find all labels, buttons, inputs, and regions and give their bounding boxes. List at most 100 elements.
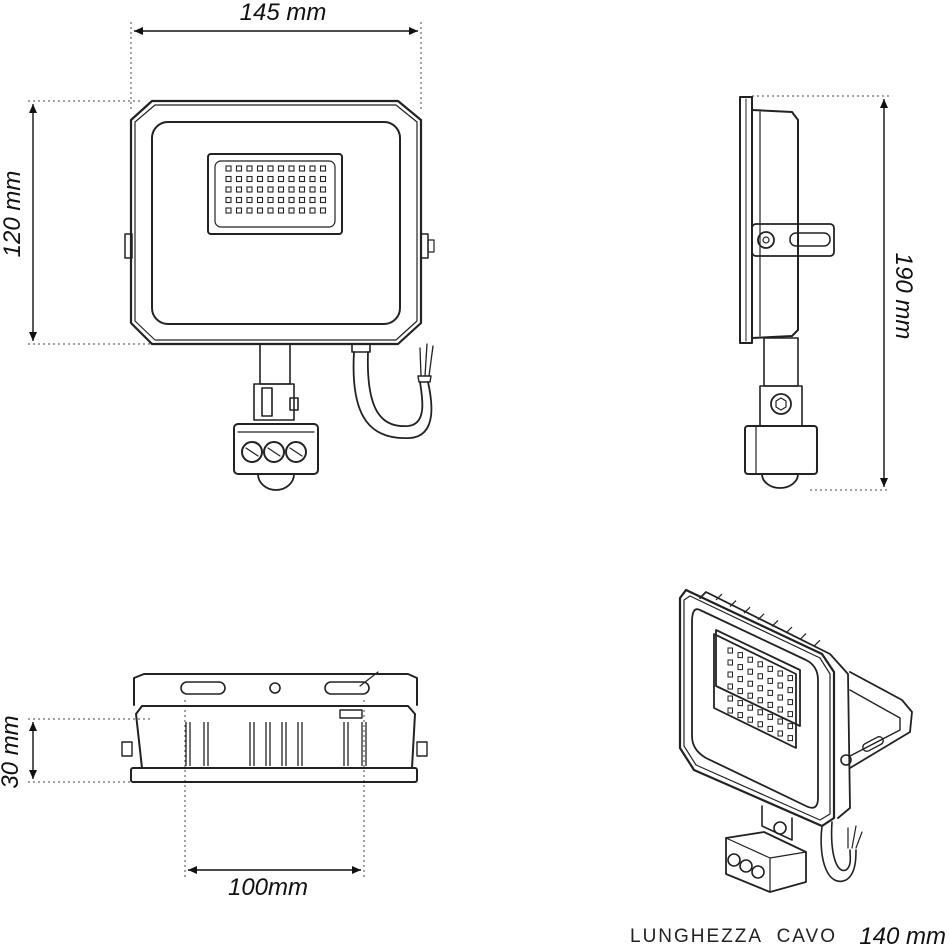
led-cell (787, 711, 793, 718)
led-cell (727, 647, 733, 654)
led-cell (767, 689, 773, 696)
led-cell (309, 186, 316, 193)
width-dimension-label: 145 mm (240, 0, 327, 26)
heat-sink-fins (185, 722, 367, 766)
led-cell (309, 196, 316, 204)
led-cell (737, 712, 743, 719)
led-cell (757, 709, 763, 716)
led-cell (737, 652, 743, 659)
led-cell (787, 675, 793, 682)
led-cell (727, 683, 733, 690)
led-cell (747, 656, 753, 663)
led-cell (777, 730, 783, 737)
led-cell (256, 186, 264, 193)
side-view (739, 95, 890, 491)
led-cell (298, 175, 306, 183)
led-cell (309, 207, 316, 214)
led-cell (777, 694, 783, 701)
led-cell (727, 671, 733, 678)
perspective-fin (743, 606, 751, 614)
perspective-led-grid (727, 647, 793, 742)
led-cell (225, 175, 232, 183)
depth-dimension-label: 30 mm (0, 715, 24, 788)
led-cell (737, 688, 743, 695)
perspective-fin (813, 639, 821, 647)
led-cell (235, 165, 243, 172)
led-cell (235, 196, 243, 204)
led-cell (256, 175, 264, 183)
led-cell (787, 687, 793, 694)
perspective-fin (757, 613, 765, 621)
led-cell (767, 677, 773, 684)
led-cell (267, 165, 274, 172)
total-height-dimension-label: 190 mm (890, 253, 917, 340)
led-cell (288, 196, 295, 204)
perspective-fin (729, 600, 737, 608)
led-cell (747, 668, 753, 675)
led-cell (309, 175, 316, 183)
led-cell (246, 165, 253, 172)
led-cell (267, 186, 274, 193)
perspective-fin (771, 619, 779, 627)
led-cell (288, 186, 295, 193)
led-cell (235, 175, 243, 183)
led-cell (225, 186, 232, 193)
led-cell (267, 207, 274, 214)
led-cell (277, 165, 285, 172)
perspective-fin (799, 633, 807, 641)
led-cell (727, 695, 733, 702)
led-cell (277, 186, 285, 193)
led-cell (267, 175, 274, 183)
led-cell (298, 207, 306, 214)
led-cell (757, 721, 763, 728)
mount-spacing-dimension-label: 100mm (228, 874, 308, 901)
led-cell (225, 196, 232, 204)
led-cell (256, 196, 264, 204)
led-cell (235, 207, 243, 214)
led-cell (727, 707, 733, 714)
led-cell (727, 659, 733, 666)
led-cell (309, 165, 316, 172)
led-cell (288, 207, 295, 214)
led-cell (267, 196, 274, 204)
led-cell (747, 716, 753, 723)
led-cell (787, 723, 793, 730)
led-cell (246, 207, 253, 214)
led-cell (737, 700, 743, 707)
led-cell (319, 175, 327, 183)
led-cell (256, 165, 264, 172)
led-cell (298, 196, 306, 204)
led-cell (319, 165, 327, 172)
led-cell (737, 676, 743, 683)
led-cell (277, 207, 285, 214)
led-cell (757, 673, 763, 680)
height-dimension-label: 120 mm (0, 171, 26, 258)
led-cell (777, 682, 783, 689)
perspective-fin (785, 626, 793, 634)
led-cell (235, 186, 243, 193)
led-cell (298, 165, 306, 172)
led-cell (319, 196, 327, 204)
led-cell (246, 196, 253, 204)
led-cell (767, 701, 773, 708)
led-cell (246, 175, 253, 183)
led-cell (277, 196, 285, 204)
cable-length-caption: LUNGHEZZA CAVO (630, 926, 837, 947)
led-cell (737, 664, 743, 671)
led-cell (298, 186, 306, 193)
led-cell (777, 718, 783, 725)
front-view (28, 22, 435, 491)
led-cell (319, 186, 327, 193)
led-cell (757, 697, 763, 704)
led-cell (767, 713, 773, 720)
led-cell (225, 207, 232, 214)
led-cell (288, 175, 295, 183)
perspective-fin (715, 593, 723, 601)
led-cell (787, 735, 793, 742)
led-cell (747, 680, 753, 687)
led-cell (747, 704, 753, 711)
front-led-grid (225, 165, 327, 214)
led-cell (277, 175, 285, 183)
led-cell (767, 665, 773, 672)
led-cell (246, 186, 253, 193)
